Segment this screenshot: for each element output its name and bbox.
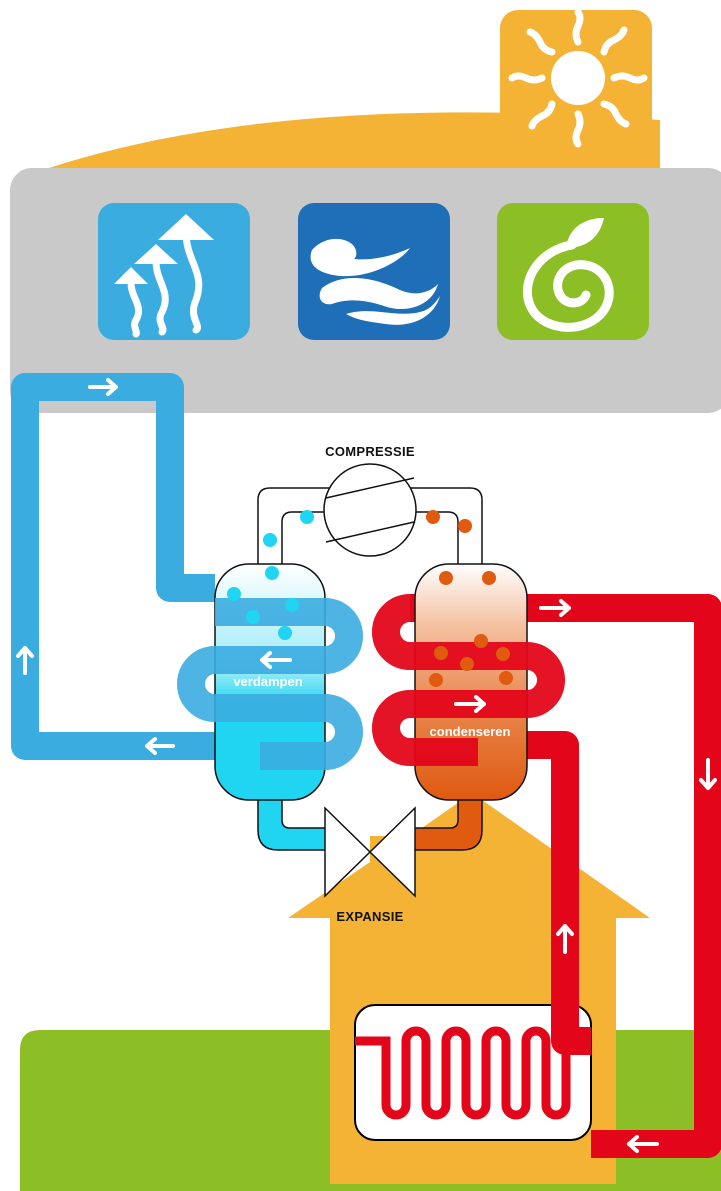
evaporator-coil <box>177 598 363 770</box>
arrow-up-icon <box>556 924 574 954</box>
arrow-down-icon <box>699 758 717 790</box>
sun-icon <box>508 8 648 148</box>
evaporate-label: verdampen <box>233 674 302 689</box>
hot-refrigerant-dots <box>426 510 513 687</box>
compressor <box>323 463 417 557</box>
arrow-right-icon <box>539 599 571 617</box>
arrow-right-icon <box>454 695 486 713</box>
radiator-coil <box>355 1026 591 1120</box>
arrow-right-icon <box>88 378 118 396</box>
radiator <box>354 1004 592 1141</box>
condenser-coil <box>372 594 565 766</box>
cold-refrigerant-dots <box>227 510 314 640</box>
expansion-valve <box>324 806 416 898</box>
condense-label: condenseren <box>430 724 511 739</box>
arrow-left-icon <box>145 737 175 755</box>
expansion-label: EXPANSIE <box>336 909 403 924</box>
heat-source-tile <box>98 203 250 340</box>
arrow-left-icon <box>260 651 292 669</box>
compression-label: COMPRESSIE <box>325 444 415 459</box>
flow-arrows <box>16 378 717 1153</box>
air-source-tile <box>298 203 450 340</box>
arrow-up-icon <box>16 646 34 675</box>
earth-source-tile <box>497 203 649 340</box>
arrow-left-icon <box>627 1135 659 1153</box>
sun-hill <box>20 112 660 180</box>
green-leaf-spiral-icon <box>522 218 614 332</box>
rising-heat-icon <box>114 214 214 338</box>
air-waves-icon <box>310 238 440 325</box>
